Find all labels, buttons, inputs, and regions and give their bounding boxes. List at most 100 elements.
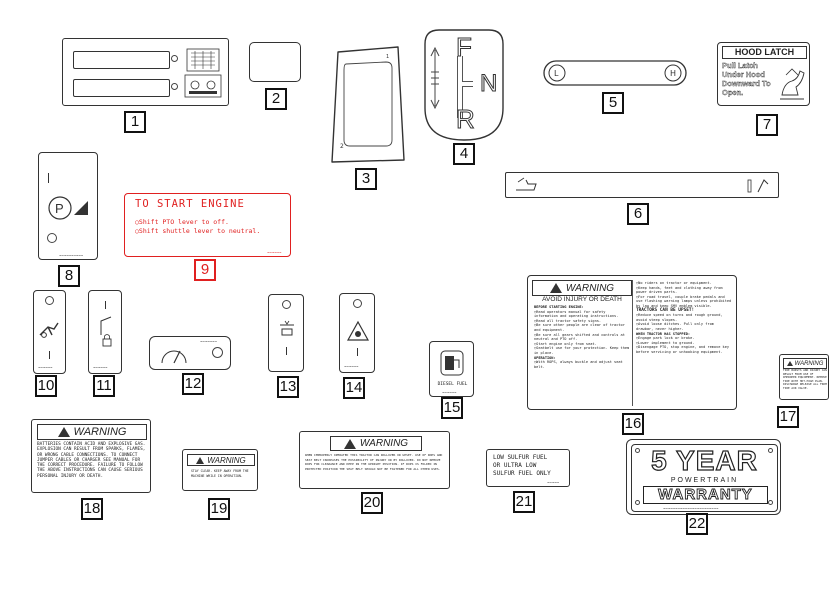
left-item: ○Be sure other people are clear of tract… [534,323,625,332]
stop-item: ○Disengage PTO, stop engine, and remove … [636,345,730,354]
decal-1-control-panel [62,38,229,106]
warning-triangle-icon [196,456,205,464]
part-code: ~~~~~~ [38,365,53,370]
part-code: ~~~~~~ [442,390,457,395]
pto-icon: P [48,196,88,220]
callout-21: 21 [513,491,535,513]
warning-triangle-icon [786,361,793,366]
warning-triangle-icon [343,438,356,449]
callout-20: 20 [361,492,383,514]
strip-tick [49,351,50,359]
warning-20-header: WARNING [359,438,409,449]
part-code: ~~~~~~ [267,250,282,255]
decal-21-low-sulfur-fuel: LOW SULFUR FUEL OR ULTRA LOW SULFUR FUEL… [486,449,570,487]
right-item: ○Keep hands, feet and clothing away from… [636,285,723,295]
stop-title: WHEN TRACTOR HAS STOPPED: [636,331,691,336]
hood-latch-line-3: Downward To [722,79,771,88]
left-item: ○Seatbelt use for your protection. Keep … [534,346,630,355]
strip-hole-top [282,300,291,309]
pto-tick [48,173,49,183]
callout-10: 10 [35,375,57,397]
left-item: ○Be sure all gears shifted and controls … [534,332,625,342]
callout-15: 15 [441,397,463,419]
decal-5-throttle-bar: L H [543,60,687,86]
lock-lever-icon [100,316,112,347]
warning-20-header-box: WARNING [330,436,422,451]
part-code: ~~~~~~ [344,364,359,369]
hood-latch-title: HOOD LATCH [722,46,807,59]
decal-18-warning-battery: WARNING BATTERIES CONTAIN ACID AND EXPLO… [31,419,151,493]
warranty-powertrain: POWERTRAIN [670,477,739,484]
shift-label-r: R [456,104,476,135]
hood-latch-line-4: Open. [722,88,744,97]
svg-text:2: 2 [340,143,344,150]
fuel-line-1: LOW SULFUR FUEL [493,454,548,461]
part-code: ~~~~~~~~~~ [59,253,84,258]
decal-11-strip: ~~~~~~ [88,290,122,374]
callout-11: 11 [93,375,115,397]
part-code: ~~~~~~~ [200,339,217,344]
stop-item: ○Engage park lock or brake. [636,336,695,341]
start-engine-line-2: ○Shift shuttle lever to neutral. [135,227,261,235]
warning-19-header: WARNING [207,455,246,465]
tach-circle [212,347,223,358]
warning-17-header: WARNING [794,360,824,367]
callout-7: 7 [756,114,778,136]
warning-triangle-icon [346,320,370,341]
decal-15-diesel-fuel: DIESEL FUEL ~~~~~~ [429,341,474,397]
callout-4: 4 [453,143,475,165]
diesel-fuel-label: DIESEL FUEL [437,382,468,387]
hood-latch-line-1: Pull Latch [722,61,758,70]
callout-18: 18 [81,498,103,520]
stop-item: ○Lower implement to ground. [636,340,695,345]
decal-10-strip: ~~~~~~ [33,290,66,374]
decal-14-strip: ~~~~~~ [339,293,375,373]
right-item: ○For road travel, couple brake pedals an… [636,294,732,308]
pto-switch-circle [47,233,57,243]
decal-17-warning-tire: WARNING TIRE BURSTS AND INJURY CAN RESUL… [779,354,829,400]
hood-latch-hand-icon [780,68,805,100]
callout-13: 13 [277,376,299,398]
upset-item: ○Avoid loose ditches. Pull only from dra… [636,322,714,331]
warning-17-text: TIRE BURSTS AND INJURY CAN RESULT FROM U… [783,368,827,390]
left-item: ○Read operators manual for safety inform… [534,309,619,319]
hood-latch-line-2: Under Hood [722,70,765,79]
warning-16-header: WARNING [565,282,615,294]
svg-text:L: L [554,69,559,78]
strip-tick [357,348,358,356]
shift-label-f: F [456,32,473,63]
warning-triangle-icon [57,427,70,437]
strip-hole-top [353,299,362,308]
part-code: ~~~~~~~~~~~~~~~~~~~~~~~ [663,506,719,511]
tractor-icon [39,322,59,338]
decal-7-hood-latch: HOOD LATCH Pull Latch Under Hood Downwar… [717,42,810,106]
svg-text:P: P [55,201,64,216]
callout-12: 12 [182,373,204,395]
svg-text:1: 1 [386,54,389,60]
callout-22: 22 [686,513,708,535]
callout-16: 16 [622,413,644,435]
callout-2: 2 [265,88,287,110]
left-title: BEFORE STARTING ENGINE: [534,305,584,309]
warning-20-text: WHEN IMPROPERLY OPERATED THIS TRACTOR CA… [305,453,443,471]
decal-22-warranty: 5 YEAR POWERTRAIN WARRANTY ~~~~~~~~~~~~~… [626,439,781,515]
warranty-rivet [768,500,773,505]
warning-16-header-box: WARNING [532,280,632,296]
fuel-line-3: SULFUR FUEL ONLY [493,470,551,477]
decal-16-warning-avoid-injury: WARNING AVOID INJURY OR DEATH BEFORE STA… [527,275,737,410]
callout-3: 3 [355,168,377,190]
strip-tick [286,347,287,355]
panel-circle-2 [171,83,178,90]
warning-16-divider [632,280,633,406]
warning-16-subheader: AVOID INJURY OR DEATH [542,296,622,303]
panel-circle-1 [171,55,178,62]
warning-19-text: STAY CLEAR. KEEP AWAY FROM THE MACHINE W… [191,469,249,478]
panel-slot-bottom [73,79,170,97]
hand-throttle-icon [516,177,537,191]
decal-13-strip [268,294,304,372]
strip-hole-top [45,296,54,305]
tachometer-icon [161,350,187,364]
callout-5: 5 [602,92,624,114]
fuel-line-2: OR ULTRA LOW [493,462,537,469]
decal-4-shuttle-shift [424,29,504,141]
